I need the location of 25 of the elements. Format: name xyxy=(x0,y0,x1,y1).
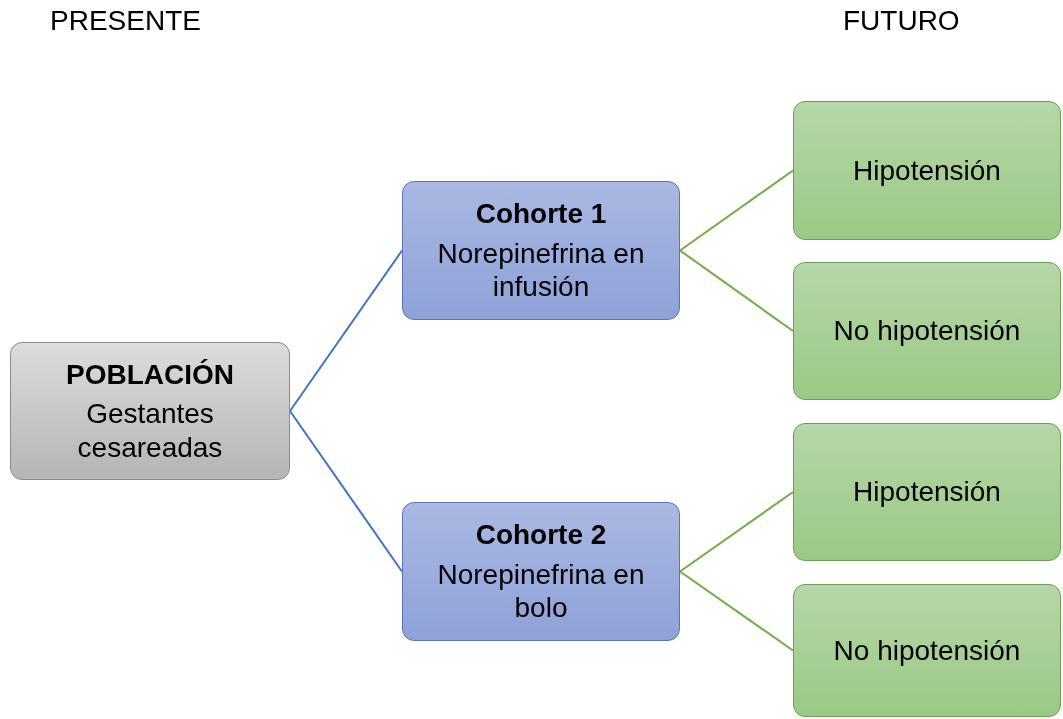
node-text: Norepinefrina en bolo xyxy=(436,557,646,625)
connector-line xyxy=(679,169,794,252)
connector-line xyxy=(289,410,403,573)
cohort-box xyxy=(402,181,680,320)
heading-text: POBLACIÓN xyxy=(66,357,234,392)
node-text: Hipotensión xyxy=(853,153,1001,188)
cohort-box xyxy=(402,502,680,641)
column-heading: PRESENTE xyxy=(50,5,201,37)
heading-text: Cohorte 1 xyxy=(475,197,607,231)
connector-line xyxy=(679,491,794,573)
population-box xyxy=(10,342,290,480)
outcome-box xyxy=(793,423,1061,561)
connector-line xyxy=(289,249,403,412)
node-text: Hipotensión xyxy=(853,475,1001,509)
column-heading: FUTURO xyxy=(843,5,960,37)
node-text: No hipotensión xyxy=(833,633,1021,668)
node-text: Gestantes cesareadas xyxy=(76,397,224,465)
outcome-box xyxy=(793,101,1061,240)
connector-line xyxy=(679,249,794,332)
node-text: Norepinefrina en infusión xyxy=(436,236,646,304)
node-text: No hipotensión xyxy=(833,314,1021,348)
heading-text: Cohorte 2 xyxy=(475,518,607,552)
outcome-box xyxy=(793,262,1061,400)
outcome-box xyxy=(793,584,1061,717)
connector-line xyxy=(679,570,794,652)
